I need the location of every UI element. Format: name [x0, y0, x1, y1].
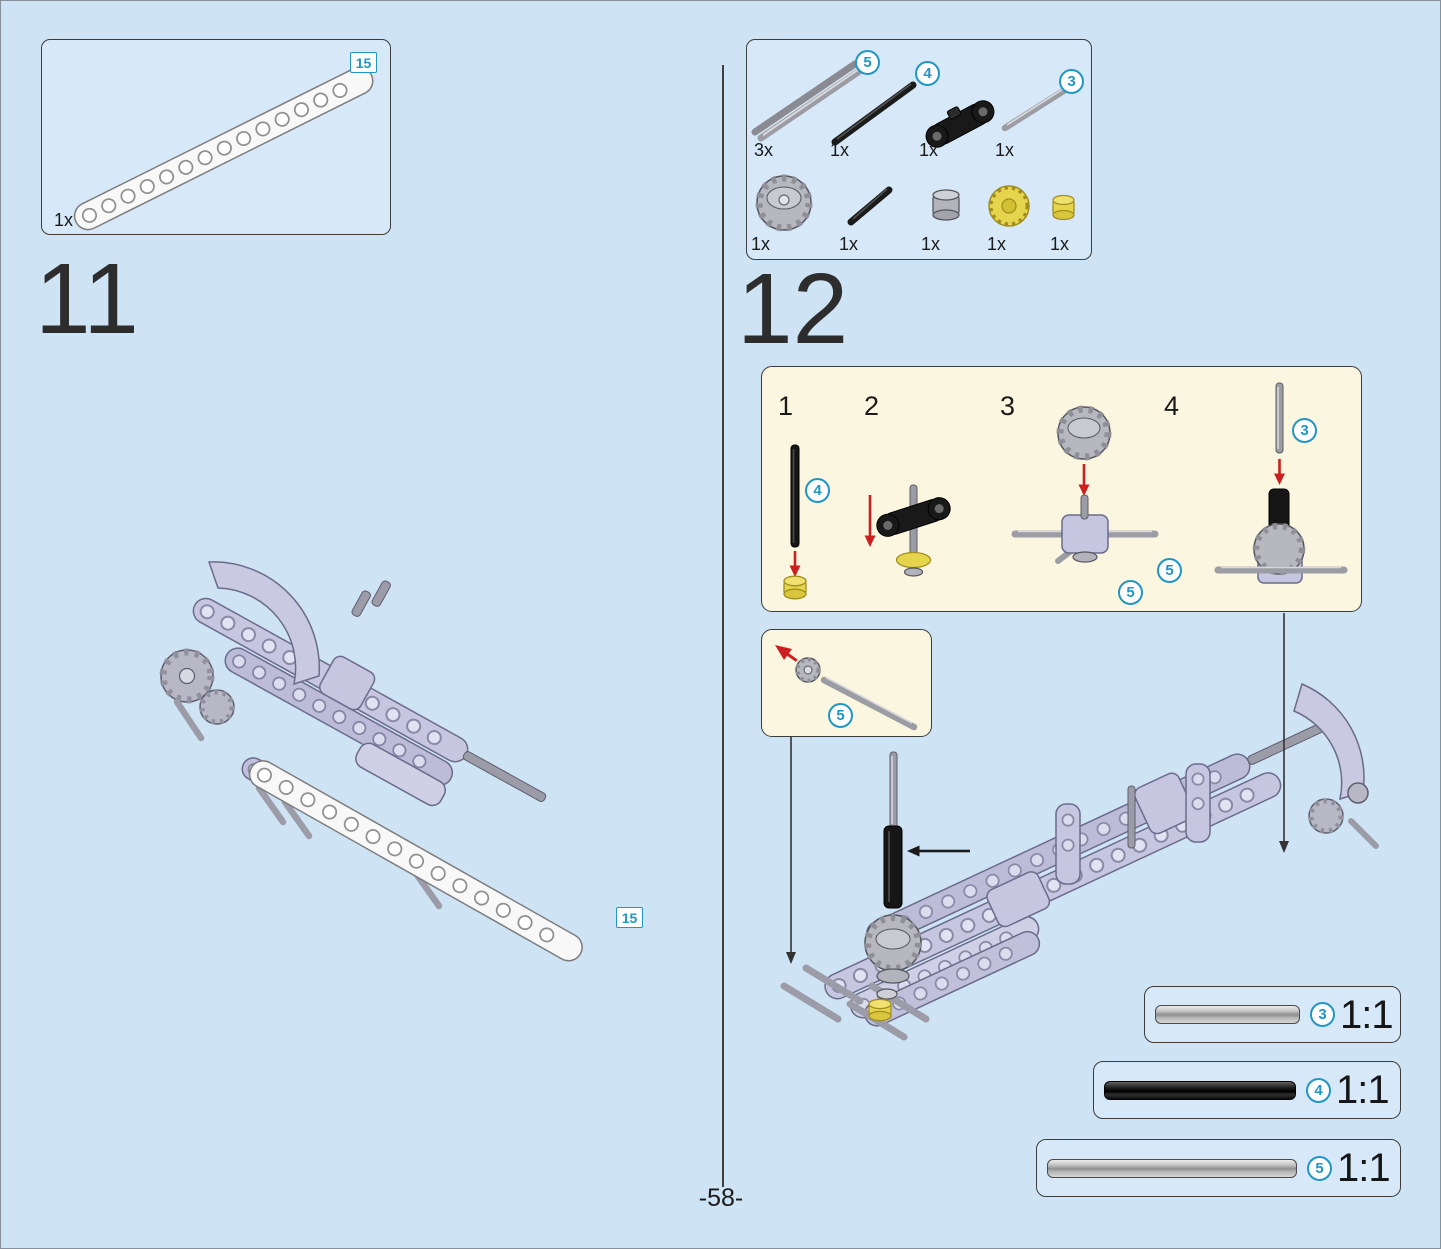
inset-gear-bush	[795, 657, 821, 683]
subassembly-steps-illustration	[783, 382, 1348, 600]
substep-4-axle-gray	[1275, 382, 1284, 454]
axle-pin	[351, 590, 371, 617]
axle-subassembly-placed	[864, 751, 922, 1022]
insert-arrow-left	[907, 845, 970, 857]
substep-part-badge: 3	[1292, 418, 1317, 443]
axle-peg	[255, 784, 287, 826]
curved-panel	[1293, 682, 1365, 801]
substep-2-insert-arrow	[864, 495, 876, 547]
substep-label-1: 1	[778, 391, 794, 421]
driving-ring-gray	[932, 189, 960, 221]
substep-label-3: 3	[1000, 391, 1016, 421]
substep-1-insert-arrow	[789, 551, 801, 577]
part-qty: 1x	[995, 140, 1015, 160]
bush-yellow-placed	[868, 998, 892, 1022]
knob-gear-small	[199, 689, 235, 725]
step-12-inset-box: 5	[761, 629, 932, 737]
inset-part-badge: 5	[828, 703, 853, 728]
part-qty: 1x	[1050, 234, 1070, 254]
model-length-badge: 15	[616, 907, 643, 928]
step-11-parts-box: 15 1x	[41, 39, 391, 235]
scale-part-badge: 5	[1307, 1155, 1332, 1181]
column-divider	[722, 65, 724, 1187]
inset-illustration	[775, 645, 918, 731]
axle-peg	[281, 798, 313, 840]
substep-part-badge: 5	[1157, 558, 1182, 583]
axle-pin	[371, 580, 391, 607]
substep-part-badge: 4	[805, 478, 830, 503]
part-qty: 3x	[754, 140, 774, 160]
step-12-subassembly-box: 1 2 3 4 4 5 5 3	[761, 366, 1362, 612]
axle-4-gray-actual-size	[1155, 1005, 1300, 1024]
part-qty: 1x	[839, 234, 859, 254]
part-step-badge: 3	[1059, 69, 1084, 94]
scale-box-axle-5: 5 1:1	[1036, 1139, 1401, 1197]
substep-label-4: 4	[1164, 391, 1180, 421]
page-number: -58-	[698, 1184, 744, 1212]
axle-6-black	[831, 81, 917, 146]
stanchion-2	[1185, 763, 1211, 843]
substep-4-insert-arrow	[1274, 459, 1285, 485]
scale-ratio-label: 1:1	[1337, 1146, 1391, 1190]
part-qty: 1x	[830, 140, 850, 160]
scale-ratio-label: 1:1	[1336, 1068, 1390, 1112]
step-12-parts-illustration	[751, 60, 1075, 232]
axle-8-gray-actual-size	[1047, 1158, 1297, 1178]
knob-gear-large	[159, 648, 215, 704]
clutch-gear-yellow	[988, 185, 1030, 227]
knob-wheel-gray	[755, 174, 813, 232]
substep-part-badge: 5	[1118, 580, 1143, 605]
step-11-number: 11	[35, 243, 139, 355]
axle-vertical	[1127, 785, 1136, 849]
white-beam-15-placed	[248, 760, 583, 962]
part-qty: 1x	[921, 234, 941, 254]
scale-box-axle-4: 4 1:1	[1093, 1061, 1401, 1119]
stanchion-1	[1055, 803, 1081, 885]
gears-right	[1308, 782, 1369, 834]
substep-3-cross-assembly	[1011, 494, 1159, 564]
part-qty: 1x	[919, 140, 939, 160]
substep-3-knob-wheel	[1056, 405, 1112, 461]
scale-part-badge: 4	[1306, 1077, 1331, 1103]
bush-yellow	[1052, 194, 1075, 221]
step-12-number: 12	[737, 253, 849, 365]
curved-panel	[207, 561, 321, 686]
axle-6-black-actual-size	[1104, 1080, 1296, 1100]
white-beam-15	[73, 66, 374, 231]
substep-label-2: 2	[864, 391, 880, 421]
substep-3-insert-arrow	[1078, 464, 1090, 496]
inset-insert-arrow	[775, 645, 798, 662]
axle-8-gray	[751, 60, 865, 142]
part-qty: 1x	[751, 234, 771, 254]
part-qty: 1x	[987, 234, 1007, 254]
part-qty: 1x	[54, 210, 74, 230]
pin-connector-black	[925, 100, 995, 148]
beam-15-white-illustration	[73, 66, 374, 231]
step-11-model-illustration	[159, 561, 583, 962]
axle-peg	[1348, 818, 1379, 849]
axle-3-black	[847, 186, 893, 226]
scale-part-badge: 3	[1310, 1002, 1335, 1027]
part-step-badge: 5	[855, 50, 880, 75]
scale-ratio-label: 1:1	[1340, 992, 1394, 1037]
step-12-model-illustration	[780, 682, 1379, 1041]
axle-4-gray	[1001, 86, 1069, 132]
substep-1-bush-yellow	[783, 575, 807, 600]
step-12-parts-box: 5 4 3 3x 1x 1x 1x 1x 1x 1x 1x 1x	[746, 39, 1092, 260]
substep-2-assembly	[876, 484, 951, 577]
scale-box-axle-3: 3 1:1	[1144, 986, 1401, 1043]
substep-1-axle-black	[790, 444, 800, 548]
part-step-badge: 4	[915, 61, 940, 86]
rear-frame-beams	[192, 597, 547, 807]
axle-peg	[173, 698, 205, 742]
substep-4-assembly	[1214, 488, 1348, 584]
part-length-badge: 15	[350, 52, 377, 73]
inset-axle	[820, 676, 918, 731]
